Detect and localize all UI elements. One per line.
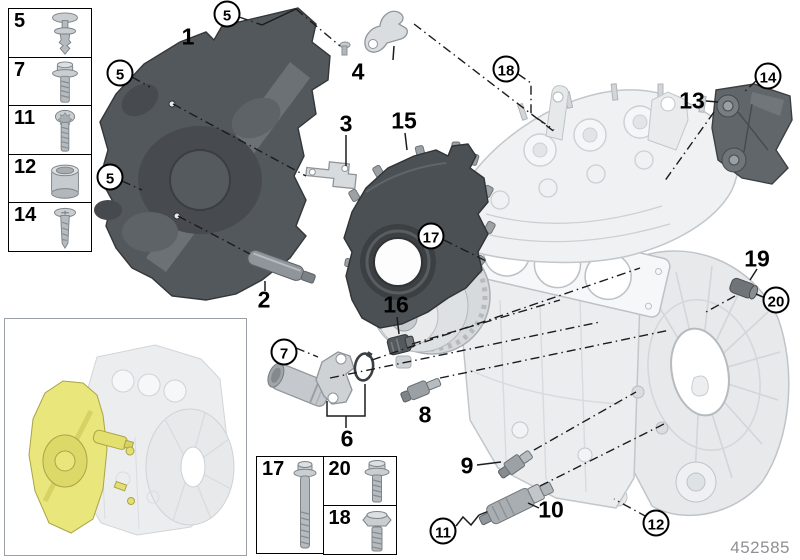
- callout-label-6[interactable]: 6: [340, 425, 354, 452]
- callout-label-19[interactable]: 19: [744, 245, 770, 272]
- callout-circle-20[interactable]: 20: [762, 286, 790, 314]
- legend-item-17-label: 17: [262, 458, 285, 480]
- callout-circle-18[interactable]: 18: [492, 55, 520, 83]
- timing-cover-part-15: [343, 141, 496, 329]
- callout-label-9[interactable]: 9: [460, 452, 474, 479]
- leader-lines: [121, 8, 764, 527]
- callout-circle-5-top[interactable]: 5: [213, 0, 241, 28]
- legend-item-14-label: 14: [14, 204, 37, 226]
- pin-part-2: [247, 249, 316, 284]
- callout-label-1[interactable]: 1: [181, 23, 195, 50]
- mount-bracket-part-13: [711, 83, 793, 185]
- callout-label-3[interactable]: 3: [339, 110, 353, 137]
- push-rivet-icon: [52, 12, 78, 55]
- long-bolt-icon: [293, 461, 317, 549]
- countersunk-screw-icon: [53, 207, 77, 250]
- legend-item-18-label: 18: [328, 506, 351, 529]
- flange-bolt-washer-icon: [52, 60, 78, 103]
- callout-label-4[interactable]: 4: [351, 58, 365, 85]
- callout-circle-7[interactable]: 7: [270, 338, 298, 366]
- o-ring: [353, 352, 375, 382]
- legend-item-7-label: 7: [14, 58, 26, 81]
- legend-item-5[interactable]: 5: [8, 8, 92, 58]
- legend-item-7[interactable]: 7: [8, 56, 92, 107]
- callout-circle-5-left-lower[interactable]: 5: [96, 163, 124, 191]
- spacer-sleeve-icon: [51, 164, 79, 199]
- callout-circle-11[interactable]: 11: [429, 517, 457, 545]
- callout-label-15[interactable]: 15: [391, 107, 417, 134]
- legend-item-18[interactable]: 18: [322, 504, 397, 555]
- legend-item-11-label: 11: [14, 107, 36, 129]
- engine-block-art: [445, 83, 790, 517]
- hex-flange-bolt-icon: [361, 510, 392, 551]
- callout-circle-17[interactable]: 17: [417, 222, 445, 250]
- legend-item-12-label: 12: [14, 155, 37, 178]
- sensor-part-8: [400, 378, 442, 403]
- legend-item-17[interactable]: 17: [256, 456, 324, 554]
- sensor-part-9: [497, 450, 533, 479]
- location-thumbnail[interactable]: [4, 318, 247, 556]
- torx-bolt-icon: [54, 109, 76, 152]
- legend-item-14[interactable]: 14: [8, 202, 92, 252]
- coolant-connector-part-6: [267, 351, 375, 407]
- plug-part-19: [729, 277, 759, 300]
- callout-label-13[interactable]: 13: [679, 87, 705, 114]
- callout-label-10[interactable]: 10: [538, 496, 564, 523]
- bracket-part-4: [364, 10, 408, 53]
- legend-item-11[interactable]: 11: [8, 105, 92, 155]
- legend-item-20-label: 20: [328, 458, 351, 480]
- callout-label-2[interactable]: 2: [257, 286, 271, 313]
- legend-item-12[interactable]: 12: [8, 153, 92, 204]
- callout-label-8[interactable]: 8: [418, 401, 432, 428]
- acoustic-cover-part-1: [94, 7, 331, 301]
- bracket-part-3: [305, 161, 357, 190]
- legend-item-20[interactable]: 20: [322, 456, 397, 506]
- callout-label-16[interactable]: 16: [383, 291, 409, 318]
- legend-item-5-label: 5: [14, 10, 26, 32]
- callout-circle-5-left-upper[interactable]: 5: [106, 59, 134, 87]
- drawing-number: 452585: [730, 538, 790, 557]
- rivet-art: [339, 41, 351, 56]
- callout-circle-14[interactable]: 14: [754, 62, 782, 90]
- short-bolt-icon: [364, 460, 389, 503]
- thumbnail-engine-art: [28, 344, 235, 536]
- sensor-part-10: [478, 481, 554, 526]
- callout-circle-12[interactable]: 12: [642, 509, 670, 537]
- grommet-part-16: [386, 334, 416, 356]
